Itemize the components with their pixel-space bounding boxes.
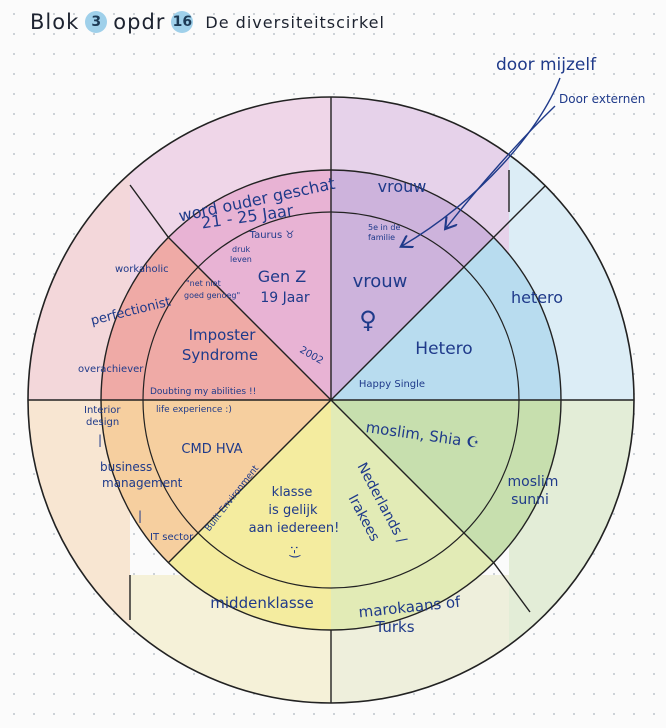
arrow-self	[402, 77, 561, 246]
title-blok-number: 3	[85, 11, 108, 33]
middle-pie	[101, 170, 561, 630]
segment-right-upper	[331, 237, 561, 400]
right-upper-labels: hetero Hetero Happy Single	[359, 288, 563, 390]
label-busy-life-2: leven	[230, 255, 252, 264]
top-right-labels: vrouw 5e in de familie vrouw ♀	[353, 177, 427, 334]
label-class-inner-3: aan iedereen!	[249, 521, 340, 536]
label-orientation-inner: Hetero	[415, 339, 472, 359]
label-orientation-outer: hetero	[511, 288, 563, 307]
label-fifth-1: 5e in de	[368, 223, 400, 232]
label-life-experience: life experience :)	[156, 405, 232, 415]
label-trait-3: overachiever	[78, 364, 144, 375]
label-work-3: business	[100, 460, 152, 474]
divider-lines	[28, 97, 634, 703]
label-religion-outer-1: moslim	[508, 474, 559, 490]
legend-external: Door externen	[559, 92, 645, 106]
label-religion-outer-2: sunni	[511, 492, 549, 508]
arrow-external	[446, 105, 556, 228]
segment-left-lower	[101, 400, 331, 563]
label-taurus: Taurus ♉	[249, 230, 295, 241]
page-title: Blok 3 opdr 16 De diversiteitscirkel	[30, 10, 385, 34]
title-blok: Blok	[30, 10, 80, 34]
label-doubting: Doubting my abilities !!	[150, 387, 256, 397]
title-opdr-number: 16	[171, 11, 194, 33]
label-quote-2: goed genoeg"	[184, 291, 240, 300]
segment-left-upper	[101, 237, 331, 400]
segment-bottom-right	[331, 400, 494, 630]
label-class-smiley: :-)	[288, 545, 302, 558]
title-opdr: opdr	[113, 10, 166, 34]
label-class-inner-1: klasse	[272, 485, 313, 500]
segment-bottom-left	[168, 400, 331, 630]
female-icon: ♀	[359, 306, 377, 334]
label-work-1: Interior	[84, 405, 121, 416]
label-education: CMD HVA	[181, 442, 242, 457]
legend: door mijzelf Door externen	[402, 55, 645, 246]
title-subject: De diversiteitscirkel	[205, 12, 385, 32]
label-fifth-2: familie	[368, 233, 395, 242]
label-trait-1: workaholic	[115, 264, 169, 275]
label-quote-1: "net niet	[186, 279, 221, 288]
label-busy-life-1: druk	[232, 245, 250, 254]
label-work-sep-1: |	[98, 433, 102, 447]
label-gen-z: Gen Z	[258, 267, 306, 286]
label-imposter-1: Imposter	[189, 326, 257, 344]
label-imposter-2: Syndrome	[182, 346, 258, 364]
label-19-jaar: 19 Jaar	[260, 290, 310, 306]
label-work-5: IT sector	[150, 532, 194, 543]
segment-top-left	[168, 170, 331, 400]
label-class-inner-2: is gelijk	[268, 503, 318, 518]
label-work-sep-2: |	[138, 509, 142, 523]
label-work-2: design	[86, 417, 119, 428]
label-ethnicity-outer-2: Turks	[374, 618, 414, 636]
bottom-left-labels: klasse is gelijk aan iedereen! :-) midde…	[210, 485, 339, 612]
legend-self: door mijzelf	[496, 55, 597, 75]
label-gender-inner: vrouw	[353, 271, 408, 292]
label-work-4: management	[102, 476, 183, 490]
label-happy-single: Happy Single	[359, 379, 425, 390]
segment-right-lower	[331, 400, 561, 563]
label-gender-outer: vrouw	[378, 177, 427, 196]
label-class-outer: middenklasse	[210, 594, 313, 612]
